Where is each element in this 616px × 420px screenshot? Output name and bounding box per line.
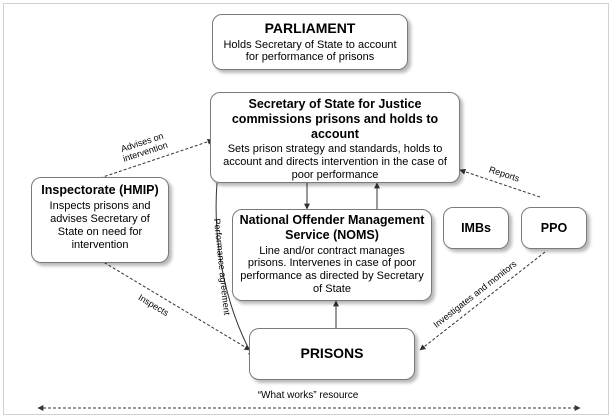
- imbs-box: IMBs: [443, 207, 509, 249]
- sos-box: Secretary of State for Justice commissio…: [210, 92, 460, 183]
- imbs-title: IMBs: [461, 221, 491, 235]
- label-what-works: “What works” resource: [257, 390, 359, 401]
- sos-desc: Sets prison strategy and standards, hold…: [223, 143, 447, 182]
- hmip-box: Inspectorate (HMIP) Inspects prisons and…: [31, 177, 169, 263]
- ppo-title: PPO: [540, 221, 568, 235]
- arrow-ppo-to-sos: [459, 168, 541, 198]
- parliament-title: PARLIAMENT: [264, 20, 356, 36]
- diagram-frame: [3, 3, 609, 415]
- arrow-hmip-to-prisons: [99, 259, 251, 351]
- noms-desc: Line and/or contract manages prisons. In…: [240, 244, 424, 296]
- arrow-sos-to-prisons: [215, 182, 254, 358]
- parliament-desc: Holds Secretary of State to account for …: [223, 38, 397, 64]
- prisons-title: PRISONS: [300, 345, 364, 361]
- parliament-box: PARLIAMENT Holds Secretary of State to a…: [212, 14, 408, 70]
- noms-title: National Offender Management Service (NO…: [239, 213, 425, 242]
- prisons-box: PRISONS: [249, 328, 415, 380]
- hmip-title: Inspectorate (HMIP): [41, 183, 159, 197]
- hmip-desc: Inspects prisons and advises Secretary o…: [49, 199, 151, 251]
- noms-box: National Offender Management Service (NO…: [232, 209, 432, 301]
- ppo-box: PPO: [521, 207, 587, 249]
- arrow-ppo-to-prisons: [419, 251, 546, 351]
- sos-title: Secretary of State for Justice commissio…: [231, 97, 439, 141]
